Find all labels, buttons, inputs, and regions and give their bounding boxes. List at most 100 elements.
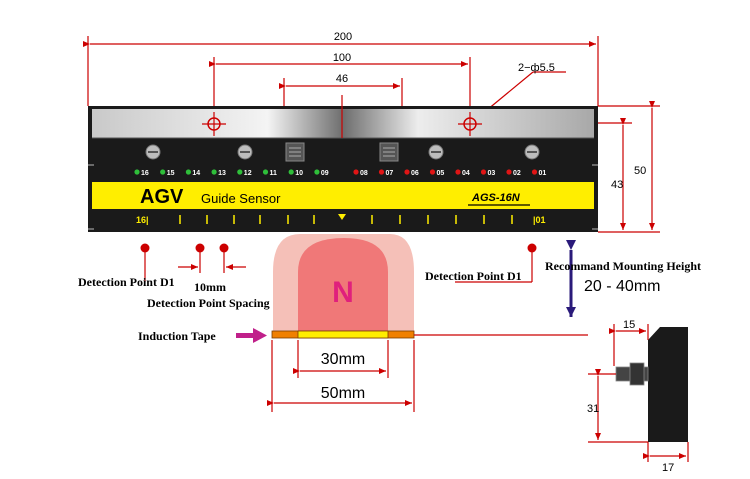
dim-bracket-height-label: 31: [587, 403, 599, 415]
detection-point-right-label: Detection Point D1: [425, 269, 522, 283]
led-dot: [455, 169, 461, 175]
led-dot: [134, 169, 140, 175]
induction-tape-arrow: [236, 328, 267, 343]
led-label: 13: [218, 170, 226, 177]
induction-tape-label: Induction Tape: [138, 329, 216, 343]
led-dot: [237, 169, 243, 175]
led-indicator: 10: [288, 169, 303, 177]
induction-tape: [271, 330, 588, 339]
led-dot: [531, 169, 538, 175]
dim-total-length: 200: [83, 31, 599, 106]
led-label: 04: [462, 170, 470, 177]
led-indicator: 01: [531, 169, 547, 177]
led-indicator: 09: [314, 169, 329, 177]
mounting-hole-icon: [202, 112, 226, 136]
connector-icon: [379, 142, 399, 162]
detection-point-left-dot: [140, 243, 150, 253]
side-bracket-view: 15 31 17: [587, 319, 689, 474]
led-indicator: 06: [404, 169, 419, 177]
led-indicator: 12: [237, 169, 252, 177]
led-label: 16: [141, 170, 149, 177]
dim-hole-spacing: 100: [209, 52, 471, 110]
spacing-point-dot: [219, 243, 229, 253]
led-indicator: 16: [134, 169, 149, 177]
led-label: 12: [244, 170, 252, 177]
led-indicator: 05: [429, 169, 445, 177]
magnet: N: [273, 234, 414, 335]
screw-icon: [145, 144, 161, 160]
led-dot: [185, 169, 191, 175]
model-text: AGS-16N: [471, 192, 521, 204]
dim-total-length-label: 200: [334, 31, 352, 43]
led-dot: [314, 169, 320, 175]
led-label: 10: [295, 170, 303, 177]
dim-inner-tape-label: 30mm: [321, 351, 365, 368]
led-indicator: 04: [455, 169, 470, 177]
screw-icon: [524, 144, 540, 160]
dim-height-inner-label: 43: [611, 179, 623, 191]
led-label: 01: [539, 170, 547, 177]
dim-height: 50 43: [598, 101, 660, 233]
led-dot: [480, 169, 487, 175]
led-indicator: 15: [160, 169, 175, 177]
led-label: 11: [270, 170, 278, 177]
led-dot: [378, 169, 385, 175]
mounting-hole-icon: [458, 112, 482, 136]
right-marker-text: |01: [533, 215, 546, 225]
dim-tape-width: 30mm 50mm: [267, 340, 415, 412]
mounting-height-value: 20 - 40mm: [584, 278, 660, 295]
spacing-point-dot: [195, 243, 205, 253]
led-indicator: 02: [506, 169, 521, 177]
led-label: 02: [513, 170, 521, 177]
connector-icon: [285, 142, 305, 162]
dim-bracket-width-label: 15: [623, 319, 635, 331]
led-dot: [160, 169, 166, 175]
led-dot: [506, 169, 512, 175]
center-marker-icon: [338, 214, 346, 220]
led-dot: [429, 169, 436, 175]
led-dot: [404, 169, 410, 175]
brand-text: AGV: [140, 186, 184, 208]
led-label: 03: [488, 170, 496, 177]
led-indicator: 14: [185, 169, 200, 177]
led-indicator: 08: [353, 169, 368, 177]
led-indicator: 11: [262, 169, 278, 177]
led-label: 06: [411, 170, 419, 177]
led-label: 15: [167, 170, 175, 177]
led-indicator: 03: [480, 169, 496, 177]
led-row: 16 15 14 13 12 11 10 09 08 07 06 05 04 03 02 01: [134, 169, 546, 177]
led-label: 14: [192, 170, 200, 177]
led-dot: [353, 169, 359, 175]
dim-bracket-depth-label: 17: [662, 462, 674, 474]
mounting-height-title: Recommand Mounting Height: [545, 259, 701, 273]
led-dot: [262, 169, 269, 175]
led-dot: [288, 169, 294, 175]
dim-height-outer-label: 50: [634, 165, 646, 177]
sensor-body: 16 15 14 13 12 11 10 09 08 07 06 05 04 03 02 01 AGV Gui…: [88, 95, 598, 232]
left-marker-text: 16|: [136, 215, 149, 225]
dim-hole-spacing-label: 100: [333, 52, 351, 64]
dim-outer-tape-label: 50mm: [321, 385, 365, 402]
detection-point-left-label: Detection Point D1: [78, 275, 175, 289]
dim-hole-spec-label: 2−ф5.5: [518, 62, 555, 74]
magnet-pole-label: N: [332, 276, 354, 309]
detection-point-right-dot: [527, 243, 537, 253]
sensor-metal-plate: [92, 109, 594, 138]
led-dot: [211, 169, 217, 175]
detection-points: 10mm: [140, 243, 537, 294]
sensor-name-text: Guide Sensor: [201, 191, 281, 206]
led-indicator: 13: [211, 169, 226, 177]
led-label: 09: [321, 170, 329, 177]
dim-center-width-label: 46: [336, 73, 348, 85]
led-indicator: 07: [378, 169, 394, 177]
scale-ticks: [179, 215, 513, 224]
screw-icon: [428, 144, 444, 160]
point-spacing-label: Detection Point Spacing: [147, 296, 270, 310]
led-label: 05: [437, 170, 445, 177]
led-label: 08: [360, 170, 368, 177]
spacing-value-label: 10mm: [194, 280, 226, 294]
screw-icon: [237, 144, 253, 160]
led-label: 07: [386, 170, 394, 177]
